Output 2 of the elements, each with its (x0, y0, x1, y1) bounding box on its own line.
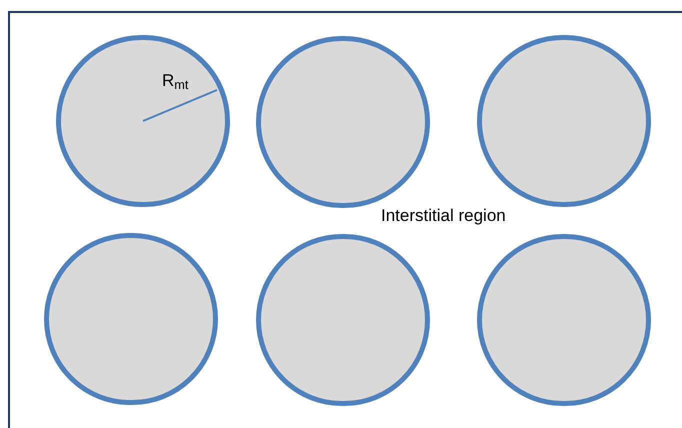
region-label: R$_{mt}$ (162, 72, 188, 89)
region-label: Interstitial region (381, 207, 506, 224)
